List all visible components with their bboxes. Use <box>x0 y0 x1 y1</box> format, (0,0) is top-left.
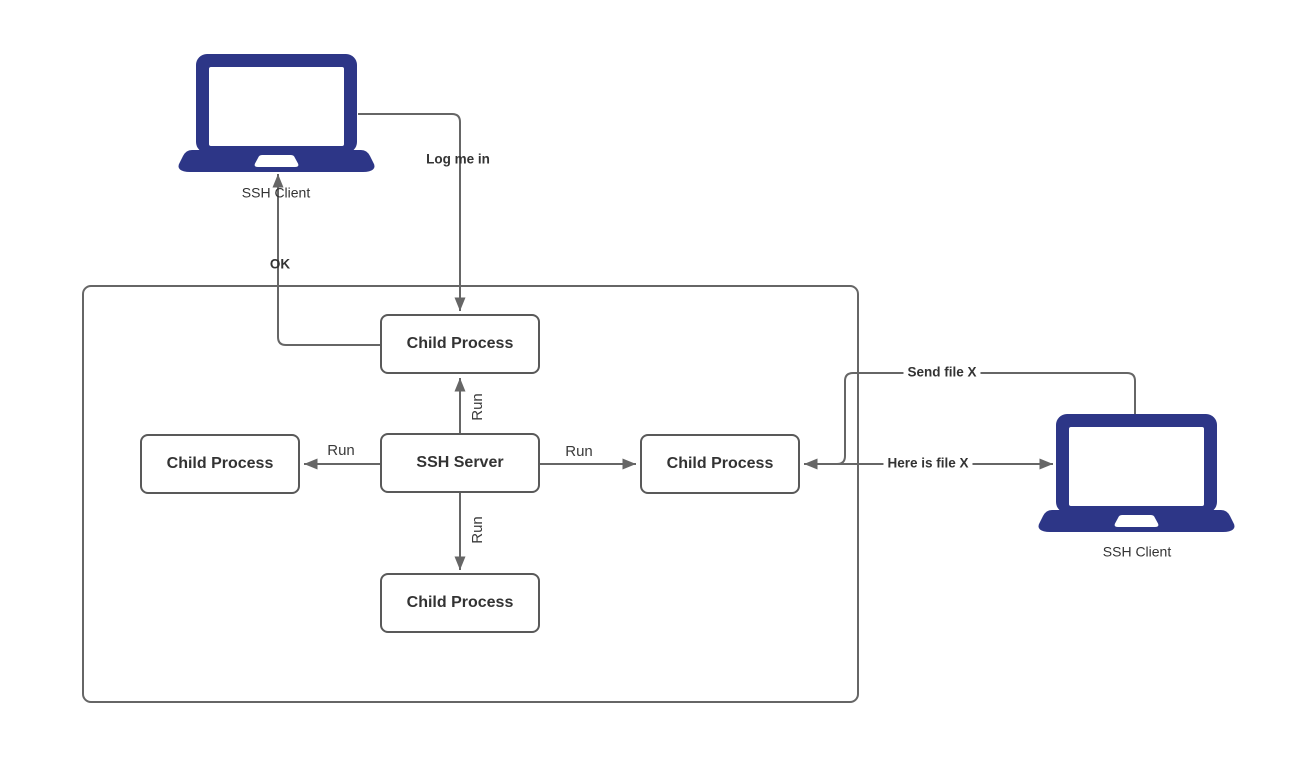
edge-label-run-down: Run <box>468 516 486 544</box>
edge-label-run-right: Run <box>565 442 593 460</box>
node-label: Child Process <box>406 335 514 352</box>
client-label-left: SSH Client <box>241 184 311 201</box>
node-child-process-right: Child Process <box>640 434 800 494</box>
node-label: Child Process <box>166 455 274 472</box>
node-label: Child Process <box>406 594 514 611</box>
edge-label-here-is-file: Here is file X <box>883 456 973 472</box>
edge-label-log-me-in: Log me in <box>426 151 490 167</box>
edge-label-run-left: Run <box>327 441 355 459</box>
node-label: Child Process <box>666 455 774 472</box>
server-boundary <box>82 285 859 703</box>
edge-label-send-file: Send file X <box>903 365 981 381</box>
edge-ok <box>272 174 380 346</box>
node-child-process-bottom: Child Process <box>380 573 540 633</box>
node-child-process-left: Child Process <box>140 434 300 494</box>
node-child-process-top: Child Process <box>380 314 540 374</box>
laptop-icon <box>1038 414 1235 532</box>
edge-label-run-up: Run <box>468 393 486 421</box>
edge-log-me-in <box>358 113 466 311</box>
node-ssh-server: SSH Server <box>380 433 540 493</box>
client-label-right: SSH Client <box>1102 543 1172 560</box>
node-label: SSH Server <box>416 454 504 471</box>
edge-label-ok: OK <box>269 256 291 272</box>
laptop-icon <box>178 54 375 172</box>
